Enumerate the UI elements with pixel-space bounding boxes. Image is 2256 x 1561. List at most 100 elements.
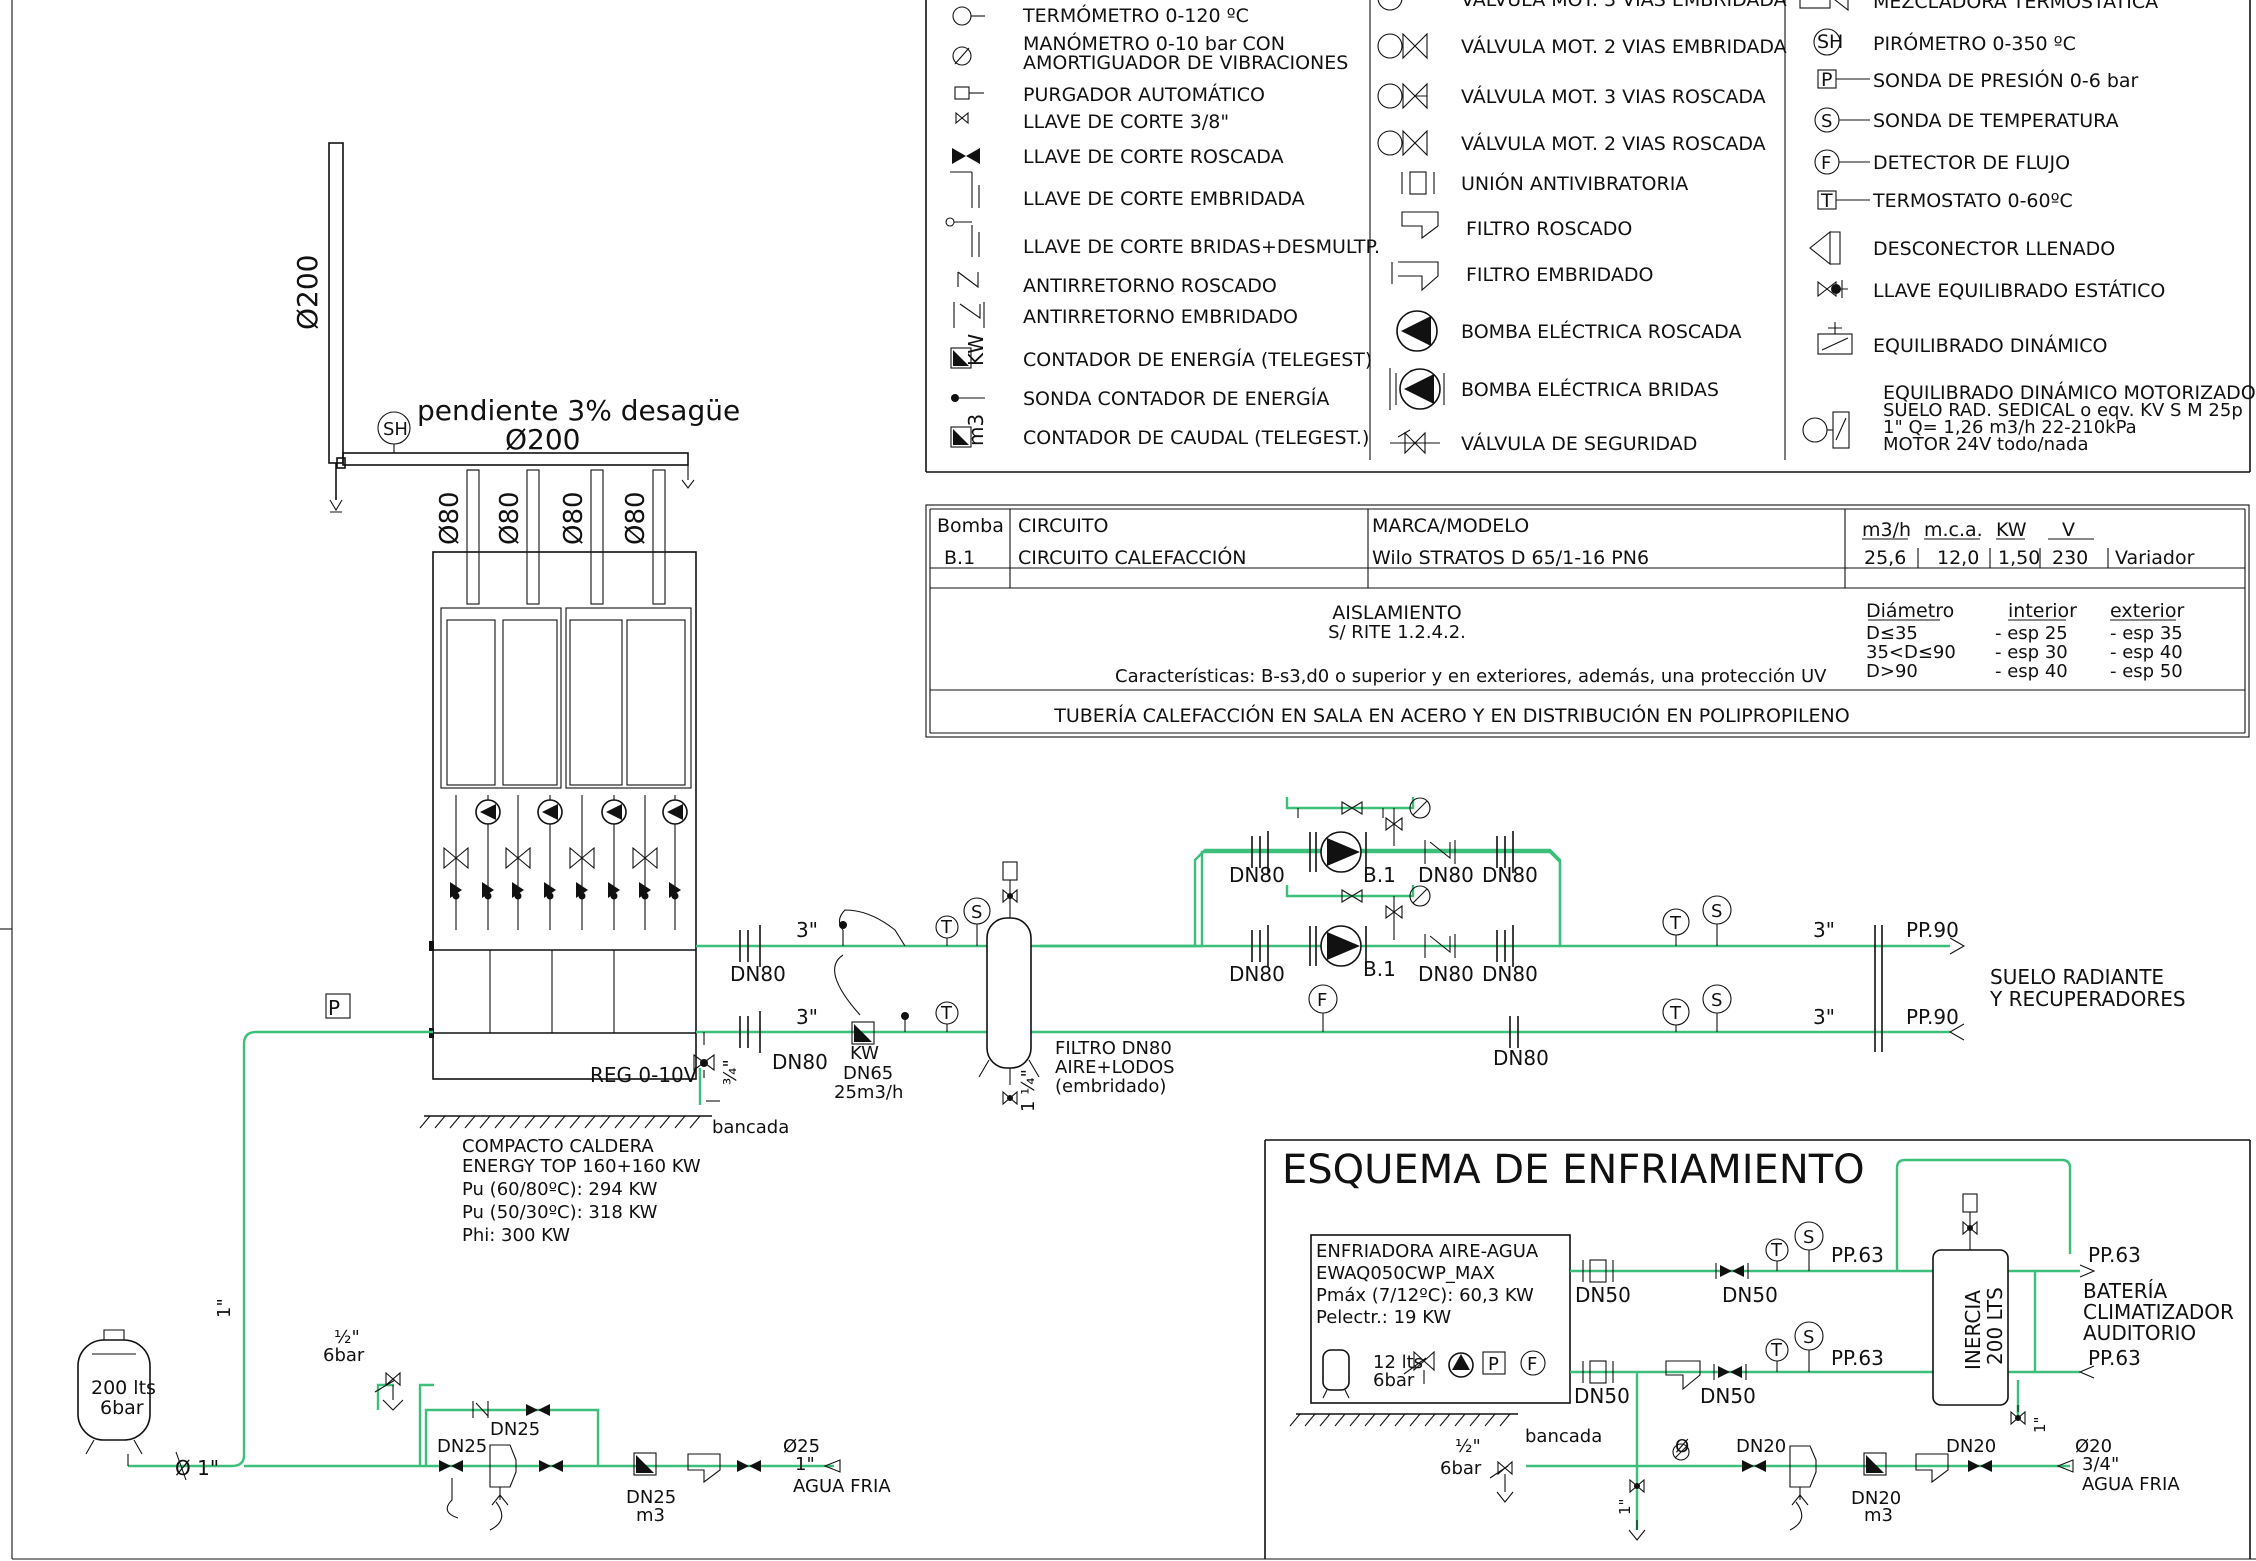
safety-6bar: 6bar	[323, 1345, 365, 1366]
legend-suelo-rad: SUELO RAD. SEDICAL o eqv. KV S M 25p	[1883, 400, 2243, 421]
legend-col1: TERMÓMETRO 0-120 ºC MANÓMETRO 0-10 bar C…	[1022, 3, 1380, 449]
legend-purgador: PURGADOR AUTOMÁTICO	[1023, 83, 1265, 106]
c-safety-half: ½"	[1455, 1436, 1481, 1457]
dn80-branch-3: DN80	[1418, 863, 1474, 887]
energy-kw: KW	[850, 1043, 879, 1064]
legend-valvula-3v-roscada: VÁLVULA MOT. 3 VIAS ROSCADA	[1461, 85, 1766, 108]
row-kw: 1,50	[1998, 547, 2040, 569]
bateria-line2: CLIMATIZADOR	[2083, 1300, 2234, 1324]
diam-row-2-ext: - esp 40	[2110, 642, 2183, 663]
boiler-specs: COMPACTO CALDERA ENERGY TOP 160+160 KW P…	[462, 1136, 701, 1246]
diam-row-3-ext: - esp 50	[2110, 661, 2183, 682]
chiller-bancada: bancada	[1525, 1426, 1602, 1447]
legend-mezcladora: MEZCLADORA TERMOSTÁTICA	[1873, 0, 2158, 13]
pyrometer-sh: SH	[383, 419, 408, 440]
legend-valvula-3v-embridada: VÁLVULA MOT. 3 VIAS EMBRIDADA	[1461, 0, 1787, 11]
pressure-p-box: P	[328, 996, 340, 1020]
legend-contador-energia: CONTADOR DE ENERGÍA (TELEGEST)	[1023, 348, 1372, 371]
pump-table	[925, 504, 2250, 738]
chimney-diameter: Ø200	[291, 255, 324, 330]
suelo-line2: Y RECUPERADORES	[1989, 987, 2186, 1011]
c-temp-s-2: S	[1803, 1327, 1814, 1348]
legend-llave-equilibrado: LLAVE EQUILIBRADO ESTÁTICO	[1873, 279, 2165, 302]
pump-b1-top: B.1	[1363, 863, 1396, 887]
boiler-internal-pumps	[443, 795, 688, 930]
legend-box	[925, 0, 2251, 473]
cooling-fittings	[1489, 1221, 2096, 1541]
temp-t-1: T	[940, 917, 953, 938]
boiler-compact	[419, 551, 712, 1129]
cooling-labels: DN50 DN50 DN50 DN50 T S T S PP.63 PP.63 …	[1440, 1227, 2234, 1526]
heating-pipes	[128, 797, 1950, 1468]
dn25-meter: DN25	[626, 1487, 676, 1508]
legend-t-symbol: T	[1820, 190, 1833, 212]
row-modelo: Wilo STRATOS D 65/1-16 PN6	[1372, 547, 1649, 569]
legend-m3-symbol: m3	[964, 414, 988, 446]
legend-sonda-temperatura: SONDA DE TEMPERATURA	[1873, 110, 2119, 132]
col-v: V	[2062, 519, 2075, 541]
dn80-branch-6: DN80	[1482, 962, 1538, 986]
inertia-label-2: 200 LTS	[1983, 1287, 2007, 1365]
pump-table-text: Bomba CIRCUITO MARCA/MODELO m3/h m.c.a. …	[937, 515, 2195, 727]
row-m3h: 25,6	[1864, 547, 1906, 569]
col-marca-modelo: MARCA/MODELO	[1372, 515, 1529, 537]
c-cold-inch: 3/4"	[2082, 1454, 2119, 1475]
diam-row-1-d: D≤35	[1866, 623, 1918, 644]
c-pp63-2: PP.63	[1831, 1346, 1884, 1370]
safety-half: ½"	[334, 1327, 360, 1348]
col-kw: KW	[1996, 519, 2027, 541]
legend-termostato: TERMOSTATO 0-60ºC	[1872, 190, 2073, 212]
c-dn50-3: DN50	[1574, 1384, 1630, 1408]
legend-llave-bridas: LLAVE DE CORTE BRIDAS+DESMULTP.	[1023, 236, 1380, 258]
exp-tank-capacity: 200 lts	[91, 1377, 156, 1399]
row-mca: 12,0	[1937, 547, 1979, 569]
chiller-line1: ENFRIADORA AIRE-AGUA	[1316, 1241, 1539, 1262]
legend-col3-symbols	[1799, 0, 1870, 449]
c-dn50-1: DN50	[1575, 1283, 1631, 1307]
energy-dn: DN65	[843, 1063, 893, 1084]
legend-manometro: MANÓMETRO 0-10 bar CON	[1023, 31, 1285, 55]
legend-detector-flujo: DETECTOR DE FLUJO	[1873, 152, 2070, 174]
cold-water-inch: 1"	[795, 1454, 815, 1475]
c-safety-6bar: 6bar	[1440, 1458, 1482, 1479]
legend-sonda-presion: SONDA DE PRESIÓN 0-6 bar	[1873, 68, 2139, 92]
c-dn20-1: DN20	[1736, 1436, 1786, 1457]
flue-diam-4: Ø80	[621, 491, 651, 545]
three-in-supply: 3"	[796, 918, 818, 942]
c-dn20-2: DN20	[1946, 1436, 1996, 1457]
dn80-return: DN80	[772, 1050, 828, 1074]
boiler-bancada: bancada	[712, 1117, 789, 1138]
caldera-line5: Phi: 300 KW	[462, 1225, 570, 1246]
caracteristicas: Características: B-s3,d0 o superior y en…	[1115, 666, 1827, 687]
cold-water-diam: Ø25	[783, 1436, 820, 1457]
pp90-supply: PP.90	[1906, 918, 1959, 942]
chiller-tank-cap: 12 lts	[1373, 1352, 1423, 1373]
pp90-return: PP.90	[1906, 1005, 1959, 1029]
legend-s-symbol: S	[1821, 111, 1832, 132]
legend-col2: VÁLVULA MOT. 3 VIAS EMBRIDADA VÁLVULA MO…	[1461, 0, 1787, 455]
energy-flow: 25m3/h	[834, 1082, 903, 1103]
diam-row-3-d: D>90	[1866, 661, 1918, 682]
bateria-line1: BATERÍA	[2083, 1279, 2167, 1303]
c-cold-label: AGUA FRIA	[2082, 1474, 2180, 1495]
filter-line2: AIRE+LODOS	[1055, 1057, 1175, 1078]
chimney	[328, 142, 695, 513]
exp-tank-pressure: 6bar	[100, 1397, 144, 1419]
dn80-supply: DN80	[730, 962, 786, 986]
row-variador: Variador	[2115, 547, 2195, 569]
c-meter-m3: m3	[1864, 1505, 1893, 1526]
legend-contador-caudal: CONTADOR DE CAUDAL (TELEGEST.)	[1023, 427, 1369, 449]
chiller-tank-bar: 6bar	[1373, 1370, 1415, 1391]
legend-llave-embridada: LLAVE DE CORTE EMBRIDADA	[1023, 188, 1305, 210]
c-dn50-4: DN50	[1700, 1384, 1756, 1408]
aislamiento-title: AISLAMIENTO	[1332, 602, 1461, 624]
three-in-return: 3"	[796, 1005, 818, 1029]
legend-equilibrado-dinamico: EQUILIBRADO DINÁMICO	[1873, 334, 2107, 357]
interior-header: interior	[2008, 600, 2077, 622]
bateria-line3: AUDITORIO	[2083, 1321, 2196, 1345]
cold-water-label: AGUA FRIA	[793, 1476, 891, 1497]
col-m3h: m3/h	[1862, 519, 1911, 541]
heating-fittings	[693, 895, 1966, 1102]
three-in-out-2: 3"	[1813, 1005, 1835, 1029]
c-pp63-1: PP.63	[1831, 1243, 1884, 1267]
